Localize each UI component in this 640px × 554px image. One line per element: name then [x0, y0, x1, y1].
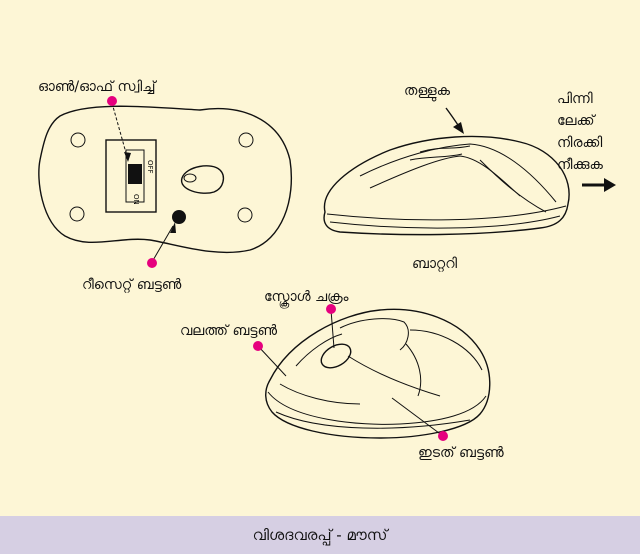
label-slide-out-2: ലേക്ക്	[557, 113, 595, 129]
leader-switch-arrow	[124, 152, 131, 162]
label-scroll-wheel: സ്ക്രോൾ ചക്രം	[264, 289, 349, 305]
leader-reset	[151, 225, 174, 263]
sensor-lens	[183, 173, 197, 183]
mouse-top-left-edge	[279, 383, 361, 405]
label-slide-out-1: പിന്നി	[557, 91, 593, 107]
leader-switch	[111, 102, 129, 161]
mouse-side-groove	[419, 145, 471, 153]
mouse-top-body	[265, 308, 491, 439]
foot-pad-top-left	[70, 132, 86, 148]
leader-right	[257, 345, 287, 377]
mouse-top-base-line-2	[275, 411, 471, 429]
mouse-side-view	[323, 107, 616, 236]
label-reset-button: റീസെറ്റ് ബട്ടൺ	[82, 277, 182, 293]
label-slide-out-4: നീക്കുക	[557, 157, 603, 173]
scroll-wheel	[320, 343, 352, 369]
foot-pad-top-right	[238, 132, 254, 148]
mouse-bottom-view: OFF ON	[38, 96, 293, 268]
foot-pad-bottom-left	[69, 206, 85, 222]
reset-button-dot	[172, 210, 186, 224]
leader-scroll	[330, 309, 335, 349]
switch-on-label: ON	[132, 194, 140, 205]
mouse-top-view	[253, 304, 491, 441]
marker-reset	[147, 258, 157, 268]
label-slide-out-3: നിരക്കി	[557, 135, 603, 151]
slide-arrow-head	[604, 178, 616, 192]
caption-text: വിശദവരപ്പ് - മൗസ്	[252, 526, 388, 544]
mouse-side-base-line-2	[329, 215, 561, 229]
mouse-top-base-line	[267, 391, 487, 425]
marker-right	[253, 341, 263, 351]
mouse-side-body	[323, 135, 570, 236]
switch-slot	[125, 149, 145, 203]
label-push: തള്ളുക	[404, 83, 451, 99]
caption-bar: വിശദവരപ്പ് - മൗസ്	[0, 516, 640, 554]
switch-knob	[128, 164, 142, 184]
leader-reset-arrow	[170, 222, 176, 233]
mouse-bottom-outline	[38, 105, 293, 254]
mouse-top-button-divide	[339, 318, 409, 351]
mouse-side-cover-edge	[479, 159, 547, 213]
foot-pad-bottom-right	[237, 207, 253, 223]
optical-sensor	[181, 165, 225, 194]
mouse-side-cover-2	[369, 155, 521, 197]
label-battery: ബാറ്ററി	[412, 256, 457, 272]
marker-scroll	[326, 304, 336, 314]
marker-switch	[107, 96, 117, 106]
label-on-off-switch: ഓൺ/ഓഫ് സ്വിച്ച്	[38, 79, 156, 95]
leader-left	[391, 397, 444, 437]
label-right-button: വലത്ത് ബട്ടൺ	[180, 323, 278, 339]
mouse-top-right-button-edge	[295, 333, 343, 367]
marker-left	[438, 431, 448, 441]
push-arrow-head	[453, 122, 464, 134]
mouse-side-cover	[359, 143, 557, 203]
switch-off-label: OFF	[146, 160, 154, 174]
label-left-button: ഇടത് ബട്ടൺ	[418, 445, 504, 461]
mouse-top-shadow	[409, 329, 483, 371]
mouse-top-shadow-2	[405, 343, 422, 397]
mouse-diagram: OFF ON	[38, 96, 616, 441]
mouse-side-base-line	[326, 205, 567, 221]
mouse-side-groove-2	[409, 153, 463, 161]
mouse-top-button-line	[347, 355, 441, 397]
on-off-switch	[105, 139, 157, 213]
